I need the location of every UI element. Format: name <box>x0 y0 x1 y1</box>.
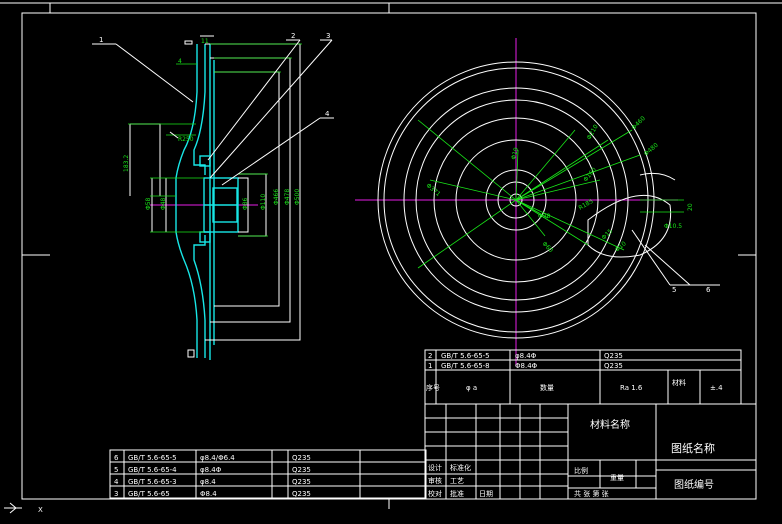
bom-header-name: φ a <box>466 384 477 392</box>
drawing-number-label: 图纸编号 <box>674 478 714 491</box>
plan-dim-9: Φ15 <box>600 228 614 242</box>
plan-dim-8: Φ60 <box>541 240 555 254</box>
bom-left-mat-5: Q235 <box>292 466 311 474</box>
bom-header-mat: Ra 1.6 <box>620 384 643 392</box>
bom-top-mat-2: Q235 <box>604 362 623 370</box>
bom-header-note: ±.4 <box>710 384 723 392</box>
bom-left-desc-5: φ8.4Φ <box>200 466 222 474</box>
bom-left-name-4: GB/T 5.6-65-3 <box>128 478 177 486</box>
dim-flange: Φ110 <box>260 194 267 210</box>
callout-4: 4 <box>325 110 330 118</box>
bom-left-desc-6: φ8.4/Φ6.4 <box>200 454 235 462</box>
tb-row3-c3: 日期 <box>479 490 493 498</box>
callout-3: 3 <box>326 32 330 40</box>
bom-left-table: 6 GB/T 5.6-65-5 φ8.4/Φ6.4 Q235 5 GB/T 5.… <box>109 449 427 499</box>
section-view: 1 2 3 4 11 4 183.2 R250 Φ58 Φ48 Φ86 Φ110… <box>92 32 334 360</box>
bom-left-no-6: 6 <box>114 454 119 462</box>
plan-view: Φ210 Φ460 Φ480 Φ371 Φ160 Φ19 Φ28 Φ60 Φ15… <box>355 38 720 366</box>
sheet-label: 共 张 第 张 <box>574 489 609 498</box>
dim-hub-outer: Φ58 <box>145 197 152 210</box>
bom-top-desc-1: φ8.4Φ <box>515 352 537 360</box>
callout-5: 5 <box>672 286 676 294</box>
bom-left-no-5: 5 <box>114 466 118 474</box>
bom-left-mat-4: Q235 <box>292 478 311 486</box>
bom-top-table: 2 GB/T 5.6-65-5 φ8.4Φ Q235 1 GB/T 5.6-65… <box>424 349 742 405</box>
dim-outer-dia: Φ500 <box>294 189 301 205</box>
tb-row1-c2: 标准化 <box>450 463 471 472</box>
dim-radius: R250 <box>178 136 194 143</box>
bom-left-no-4: 4 <box>114 478 119 486</box>
plan-dim-11: Φ10 <box>614 240 628 253</box>
bom-left-name-6: GB/T 5.6-65-5 <box>128 454 177 462</box>
plan-dim-4: Φ371 <box>425 182 442 198</box>
drawing-frame <box>0 2 782 509</box>
tb-row2-c2: 工艺 <box>450 477 464 485</box>
callout-2: 2 <box>291 32 295 40</box>
ucs-icon: X <box>4 502 43 514</box>
bom-top-mat-1: Q235 <box>604 352 623 360</box>
plan-dim-16: 20 <box>687 203 694 211</box>
svg-text:X: X <box>38 506 43 514</box>
drawing-name-label: 图纸名称 <box>671 441 715 455</box>
plan-dim-10: Φ10.5 <box>664 223 682 230</box>
callout-1: 1 <box>99 36 103 44</box>
weight-label: 重量 <box>610 474 624 482</box>
plan-dim-6: Φ19 <box>510 147 520 161</box>
bom-left-no-3: 3 <box>114 490 118 498</box>
bom-top-no-1: 2 <box>428 352 432 360</box>
plan-dim-2: Φ460 <box>630 115 647 132</box>
dim-plate-thickness: 4 <box>178 58 182 65</box>
plan-dim-7: Φ28 <box>538 213 551 220</box>
bom-top-no-2: 1 <box>428 362 432 370</box>
bom-left-name-5: GB/T 5.6-65-4 <box>128 466 177 474</box>
bom-left-desc-3: Φ8.4 <box>200 490 217 498</box>
plan-dim-1: Φ210 <box>586 123 600 141</box>
scale-label: 比例 <box>574 466 588 475</box>
callout-6: 6 <box>706 286 711 294</box>
dim-mid-dia: Φ466 <box>273 189 280 205</box>
dim-inner-dia: Φ478 <box>284 189 291 205</box>
bom-top-name-1: GB/T 5.6-65-5 <box>441 352 490 360</box>
bom-header-tol: 材料 <box>672 378 686 387</box>
dim-hub-thickness: 11 <box>201 38 209 45</box>
bom-left-mat-6: Q235 <box>292 454 311 462</box>
tb-row3-c1: 校对 <box>428 489 442 498</box>
plan-dim-3: Φ480 <box>643 142 660 158</box>
bom-header-qty: 数量 <box>540 383 554 392</box>
bom-left-name-3: GB/T 5.6-65 <box>128 490 170 498</box>
material-name-label: 材料名称 <box>590 418 630 431</box>
title-block: 材料名称 图纸名称 图纸编号 比例 重量 共 张 第 张 设计 标准化 审核 工… <box>424 403 757 500</box>
bom-header-no: 序号 <box>426 383 440 392</box>
dim-hub-inner: Φ48 <box>160 197 167 210</box>
tb-row1-c1: 设计 <box>428 463 442 472</box>
tb-row2-c1: 审核 <box>428 476 442 485</box>
bom-left-desc-4: φ8.4 <box>200 478 216 486</box>
dim-bore: Φ86 <box>242 197 249 210</box>
bom-left-mat-3: Q235 <box>292 490 311 498</box>
tb-row3-c2: 批准 <box>450 489 464 498</box>
bom-top-desc-2: Φ8.4Φ <box>515 362 538 370</box>
dim-height: 183.2 <box>123 155 130 172</box>
bom-top-name-2: GB/T 5.6-65-8 <box>441 362 490 370</box>
